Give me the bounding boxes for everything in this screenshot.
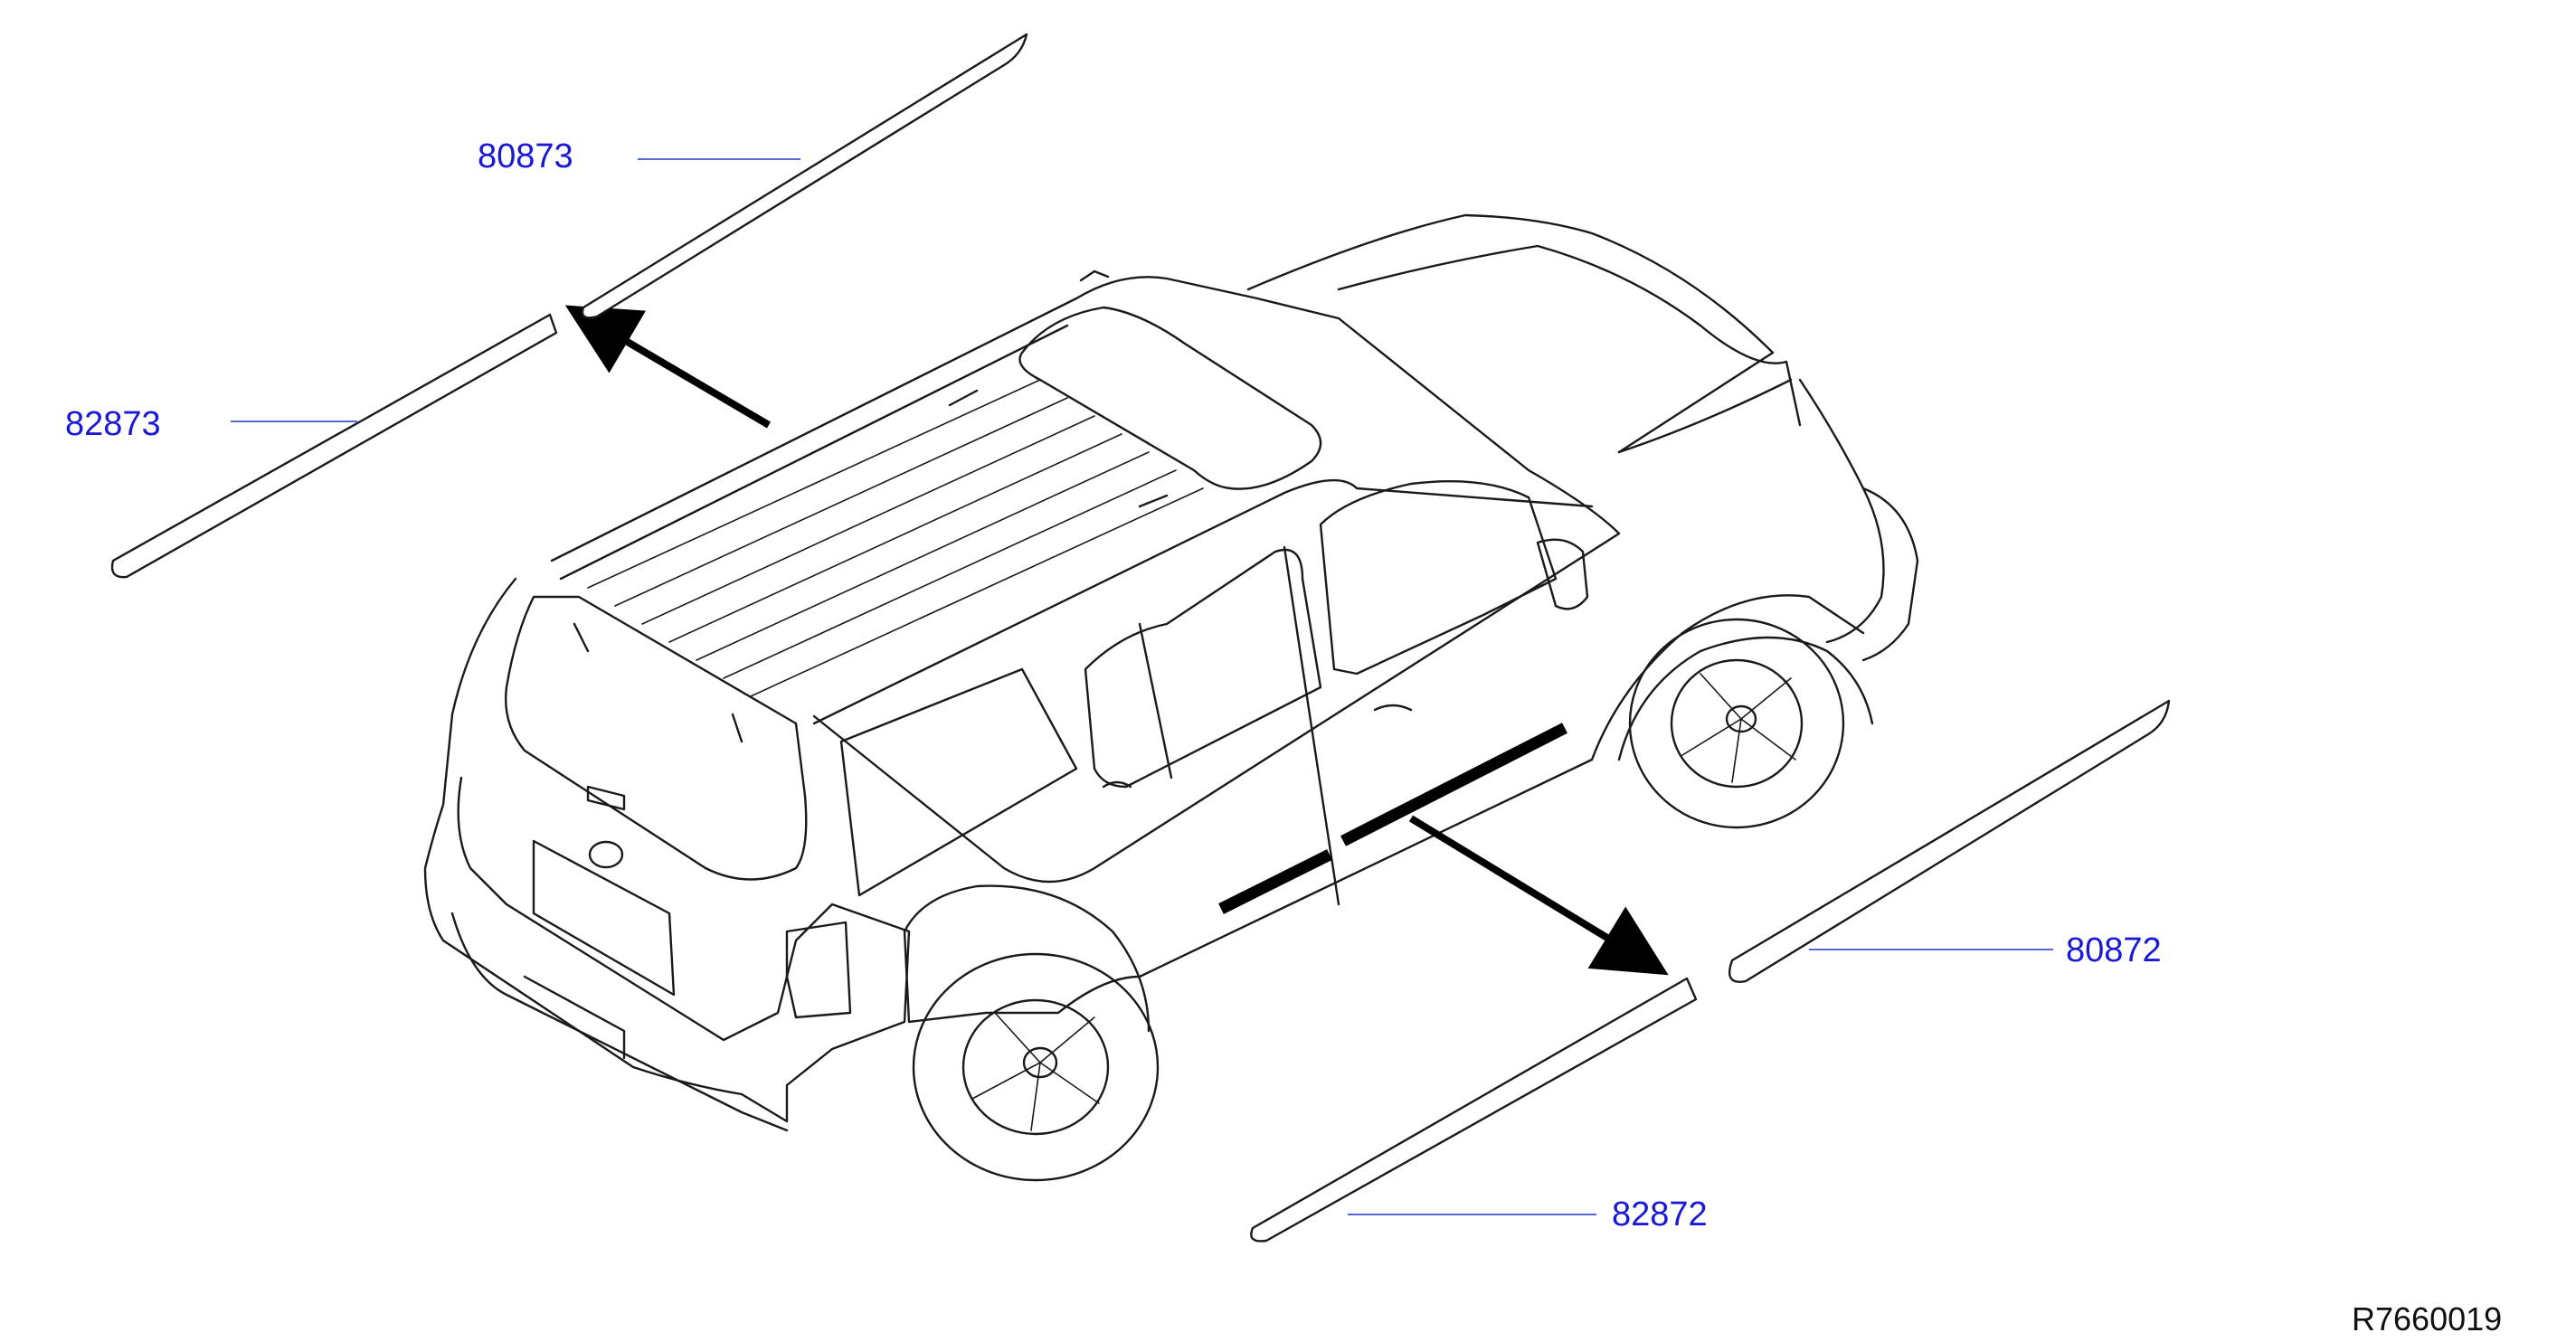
- diagram-reference-code: R7660019: [2352, 1300, 2503, 1337]
- front-moulding-location-bar: [1340, 723, 1567, 846]
- arrow-icon: [564, 305, 772, 429]
- vehicle-illustration: [423, 213, 1919, 1182]
- front-body-side-moulding-part: [1250, 977, 1698, 1243]
- callout-front-door-outer-moulding: 80872: [2066, 931, 2162, 969]
- rear-door-outer-moulding-part: [581, 33, 1028, 319]
- rear-moulding-location-bar: [1218, 849, 1332, 914]
- callout-front-body-side-moulding: 82872: [1612, 1196, 1708, 1233]
- callout-rear-door-outer-moulding: 80873: [478, 137, 573, 175]
- arrow-icon: [1408, 815, 1669, 976]
- front-door-outer-moulding-part: [1728, 699, 2171, 983]
- callout-rear-body-side-moulding: 82873: [65, 405, 161, 443]
- rear-body-side-moulding-part: [110, 313, 558, 579]
